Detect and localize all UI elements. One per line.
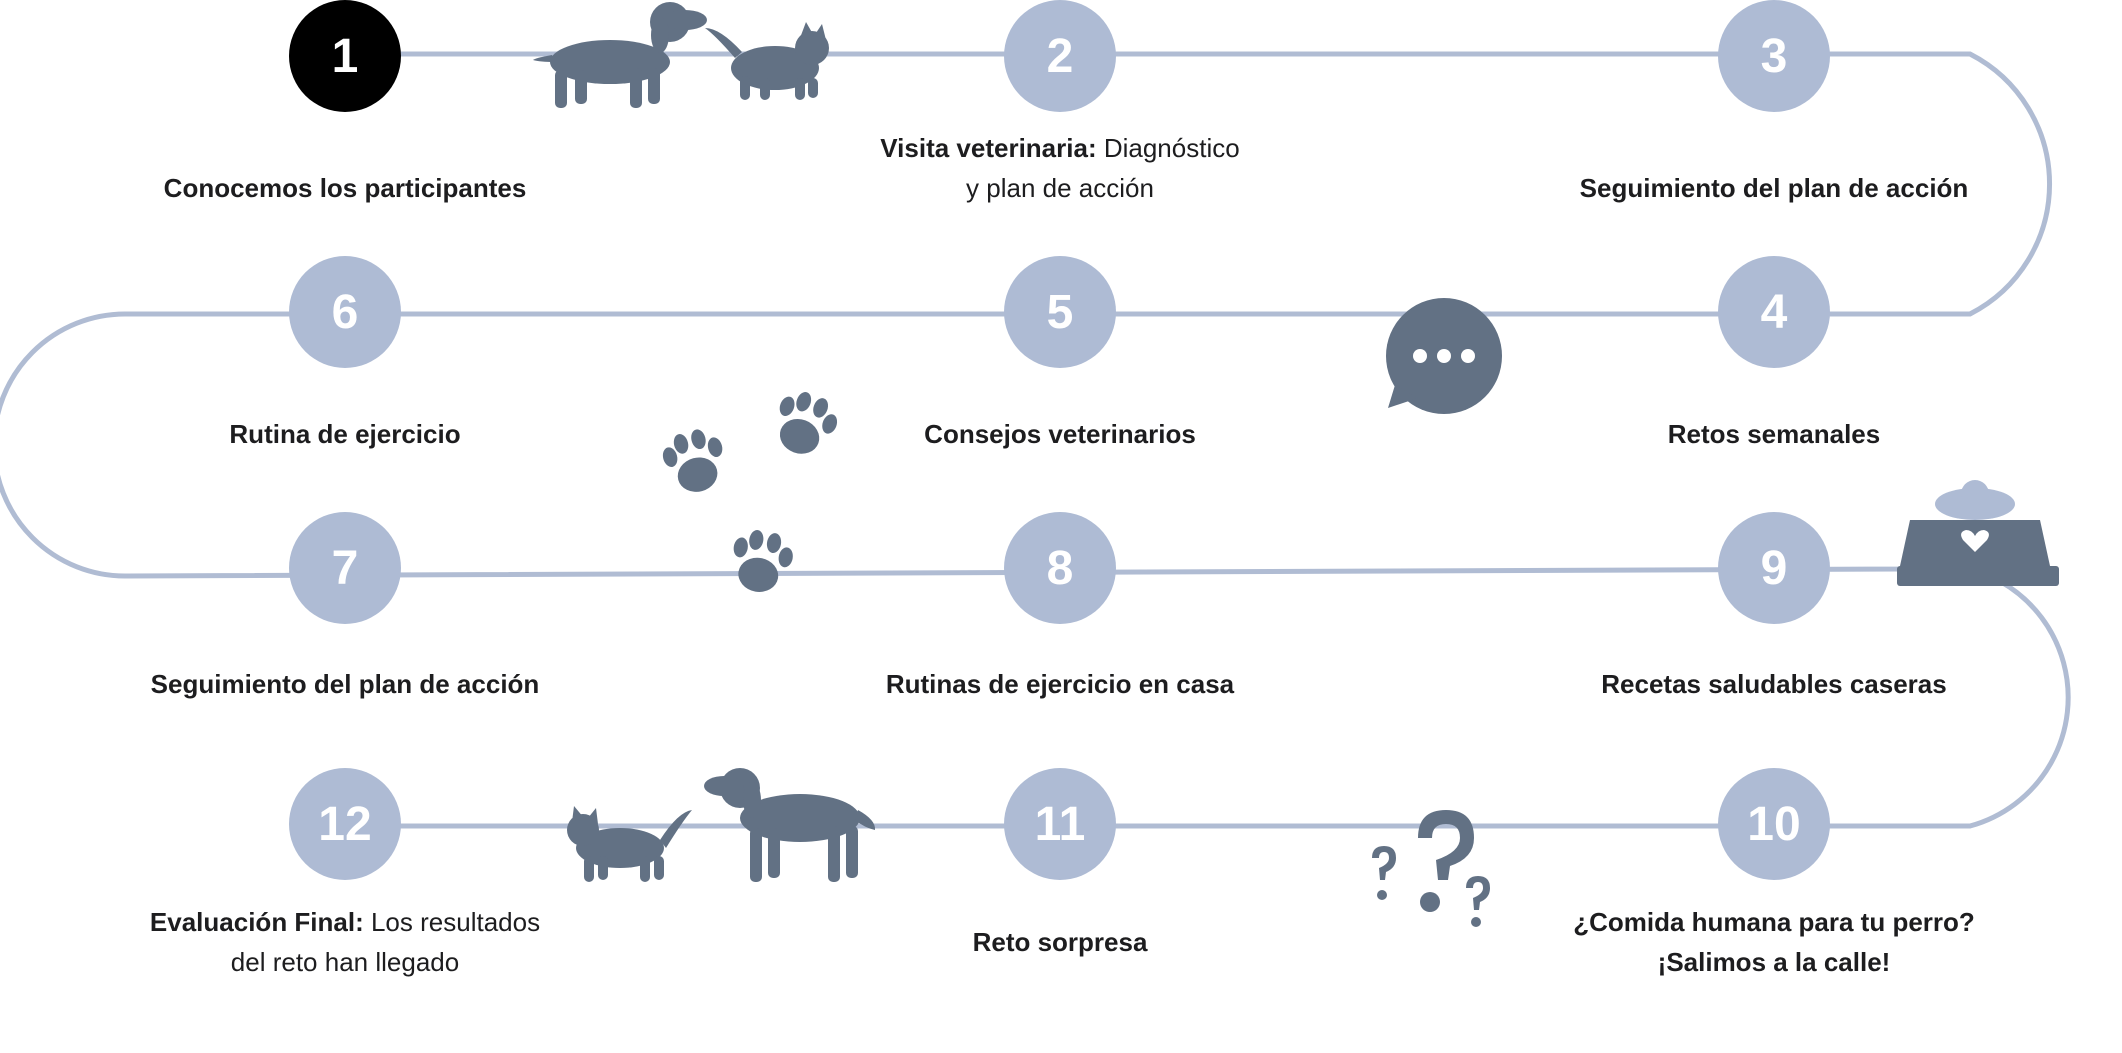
step-3-circle: 3 <box>1718 0 1830 112</box>
step-title: Seguimiento del plan de acción <box>150 669 540 699</box>
cat-icon <box>567 806 692 882</box>
step-1-label: Conocemos los participantes <box>85 168 605 208</box>
step-number: 12 <box>318 797 372 851</box>
step-description-line2: y plan de acción <box>966 173 1154 203</box>
step-number: 3 <box>1760 29 1788 83</box>
step-10-label: ¿Comida humana para tu perro? ¡Salimos a … <box>1514 902 2034 982</box>
question-marks-icon <box>1372 810 1490 927</box>
step-number: 5 <box>1046 285 1074 339</box>
step-12-label: Evaluación Final: Los resultados del reto… <box>85 902 605 982</box>
step-title: Reto sorpresa <box>972 927 1148 957</box>
step-6-circle: 6 <box>289 256 401 368</box>
paw-print-icon <box>662 429 723 492</box>
step-description: Los resultados <box>363 907 541 937</box>
paw-print-icon <box>733 530 793 592</box>
step-title: Evaluación Final: <box>149 907 364 937</box>
step-number: 11 <box>1034 797 1086 851</box>
step-number: 7 <box>331 541 359 595</box>
step-number: 1 <box>331 29 359 83</box>
step-number: 6 <box>331 285 359 339</box>
step-3-label: Seguimiento del plan de acción <box>1514 168 2034 208</box>
step-title: Conocemos los participantes <box>163 173 527 203</box>
step-number: 4 <box>1760 285 1788 339</box>
step-title: Retos semanales <box>1667 419 1881 449</box>
step-9-circle: 9 <box>1718 512 1830 624</box>
step-title: Seguimiento del plan de acción <box>1579 173 1969 203</box>
step-10-circle: 10 <box>1718 768 1830 880</box>
chat-bubble-icon <box>1386 298 1502 414</box>
step-title: Consejos veterinarios <box>924 419 1196 449</box>
step-11-circle: 11 <box>1004 768 1116 880</box>
step-12-circle: 12 <box>289 768 401 880</box>
step-6-label: Rutina de ejercicio <box>85 414 605 454</box>
step-number: 9 <box>1760 541 1788 595</box>
dog-icon <box>704 768 876 882</box>
step-5-label: Consejos veterinarios <box>800 414 1320 454</box>
dog-icon <box>533 2 707 108</box>
step-2-circle: 2 <box>1004 0 1116 112</box>
step-7-circle: 7 <box>289 512 401 624</box>
step-5-circle: 5 <box>1004 256 1116 368</box>
step-number: 2 <box>1046 29 1074 83</box>
paw-print-icon <box>779 392 838 454</box>
step-number: 8 <box>1046 541 1074 595</box>
step-4-circle: 4 <box>1718 256 1830 368</box>
step-4-label: Retos semanales <box>1514 414 2034 454</box>
step-9-label: Recetas saludables caseras <box>1514 664 2034 704</box>
cat-icon <box>705 22 829 100</box>
step-1-circle: 1 <box>289 0 401 112</box>
step-number: 10 <box>1747 797 1801 851</box>
step-title: Rutina de ejercicio <box>229 419 461 449</box>
step-description: Diagnóstico <box>1096 133 1240 163</box>
step-2-label: Visita veterinaria: Diagnóstico y plan de… <box>800 128 1320 208</box>
step-description-line2: ¡Salimos a la calle! <box>1657 947 1891 977</box>
step-description-line2: del reto han llegado <box>230 947 460 977</box>
step-7-label: Seguimiento del plan de acción <box>85 664 605 704</box>
step-11-label: Reto sorpresa <box>800 922 1320 962</box>
step-title: Rutinas de ejercicio en casa <box>885 669 1235 699</box>
step-title: ¿Comida humana para tu perro? <box>1573 907 1975 937</box>
step-title: Recetas saludables caseras <box>1601 669 1947 699</box>
step-title: Visita veterinaria: <box>880 133 1097 163</box>
step-8-label: Rutinas de ejercicio en casa <box>800 664 1320 704</box>
food-bowl-icon <box>1897 480 2059 586</box>
step-8-circle: 8 <box>1004 512 1116 624</box>
